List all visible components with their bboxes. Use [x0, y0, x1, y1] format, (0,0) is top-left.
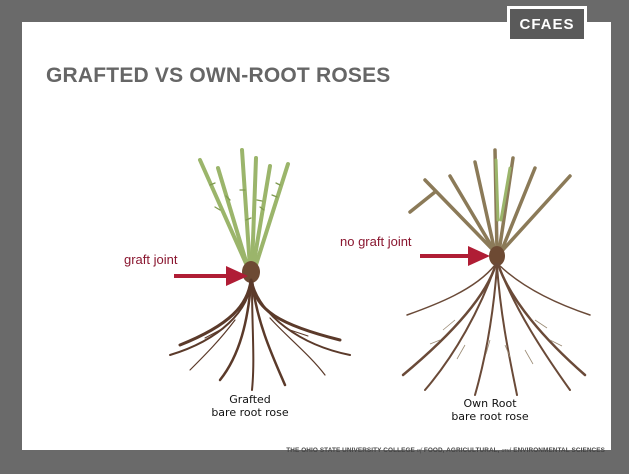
- frame-corner: [0, 460, 14, 474]
- footer-part3: ENVIRONMENTAL SCIENCES: [511, 447, 605, 454]
- no-graft-joint-label: no graft joint: [340, 234, 412, 249]
- no-graft-joint-arrow: [418, 244, 492, 268]
- own-root-caption-line2: bare root rose: [425, 410, 555, 423]
- grafted-caption: Grafted bare root rose: [190, 393, 310, 419]
- own-root-caption-line1: Own Root: [425, 397, 555, 410]
- footer-part1: THE OHIO STATE UNIVERSITY COLLEGE: [286, 447, 417, 454]
- graft-joint-arrow: [172, 264, 252, 288]
- footer-institution: THE OHIO STATE UNIVERSITY COLLEGE of FOO…: [286, 447, 605, 454]
- grafted-caption-line2: bare root rose: [190, 406, 310, 419]
- own-root-rose-image: [395, 140, 595, 400]
- footer-and: and: [501, 447, 511, 454]
- footer-part2: FOOD, AGRICULTURAL,: [422, 447, 502, 454]
- cfaes-badge: CFAES: [507, 6, 587, 42]
- slide-title: GRAFTED VS OWN-ROOT ROSES: [46, 64, 391, 88]
- graft-joint-label: graft joint: [124, 252, 177, 267]
- grafted-caption-line1: Grafted: [190, 393, 310, 406]
- own-root-caption: Own Root bare root rose: [425, 397, 555, 423]
